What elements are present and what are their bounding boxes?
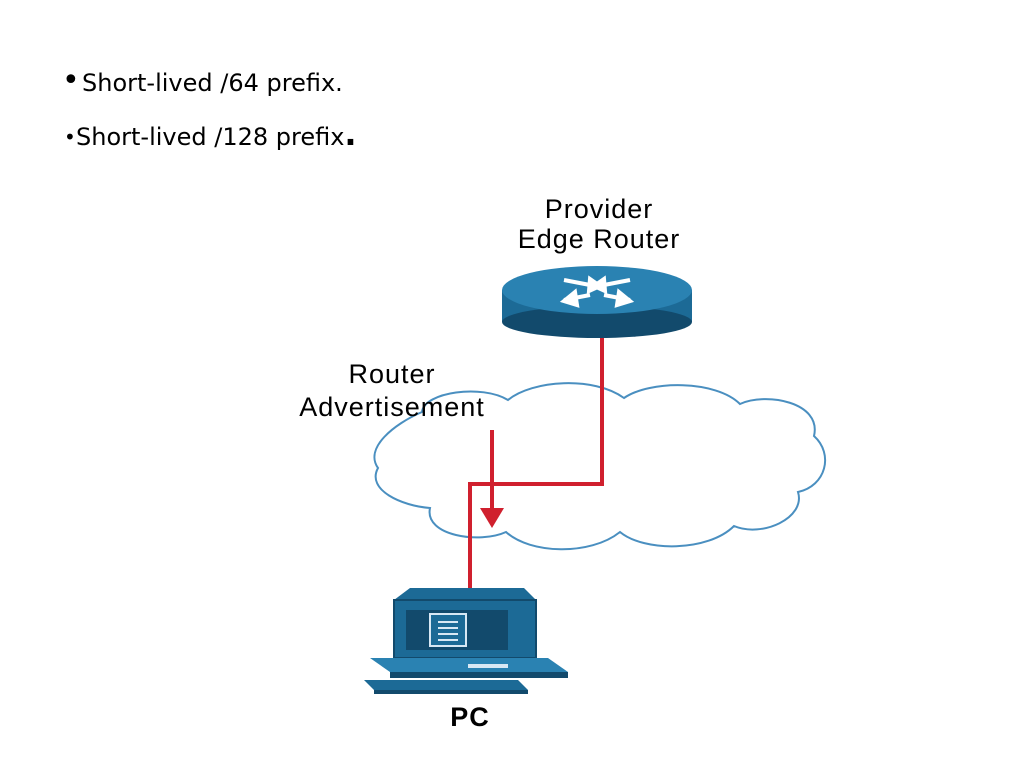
router-label: Provider Edge Router [474,194,724,254]
bullet-text: Short-lived /128 prefix [76,123,345,151]
bullet-text: Short-lived /64 prefix. [82,69,343,97]
router-label-line1: Provider [544,194,654,224]
pc-icon [364,588,568,694]
cloud-shape [373,382,827,551]
network-link [468,338,604,604]
bullet-dot: • [64,125,76,149]
ra-label-line2: Advertisement [299,392,485,422]
router-advertisement-label: Router Advertisement [246,358,538,424]
bullet-list: • Short-lived /64 prefix. • Short-lived … [62,63,357,152]
diagram-graphics [364,266,827,694]
router-icon [502,266,692,338]
ra-label-line1: Router [348,359,436,389]
bullet-period: . [344,115,357,153]
router-advertisement-arrow [480,430,504,528]
network-diagram: Provider Edge Router Router Advertisemen… [246,192,830,740]
bullet-dot: • [62,63,80,98]
bullet-item-64-prefix: • Short-lived /64 prefix. [62,63,357,98]
bullet-item-128-prefix: • Short-lived /128 prefix. [62,118,357,152]
pc-label: PC [450,702,490,732]
router-label-line2: Edge Router [517,224,681,254]
